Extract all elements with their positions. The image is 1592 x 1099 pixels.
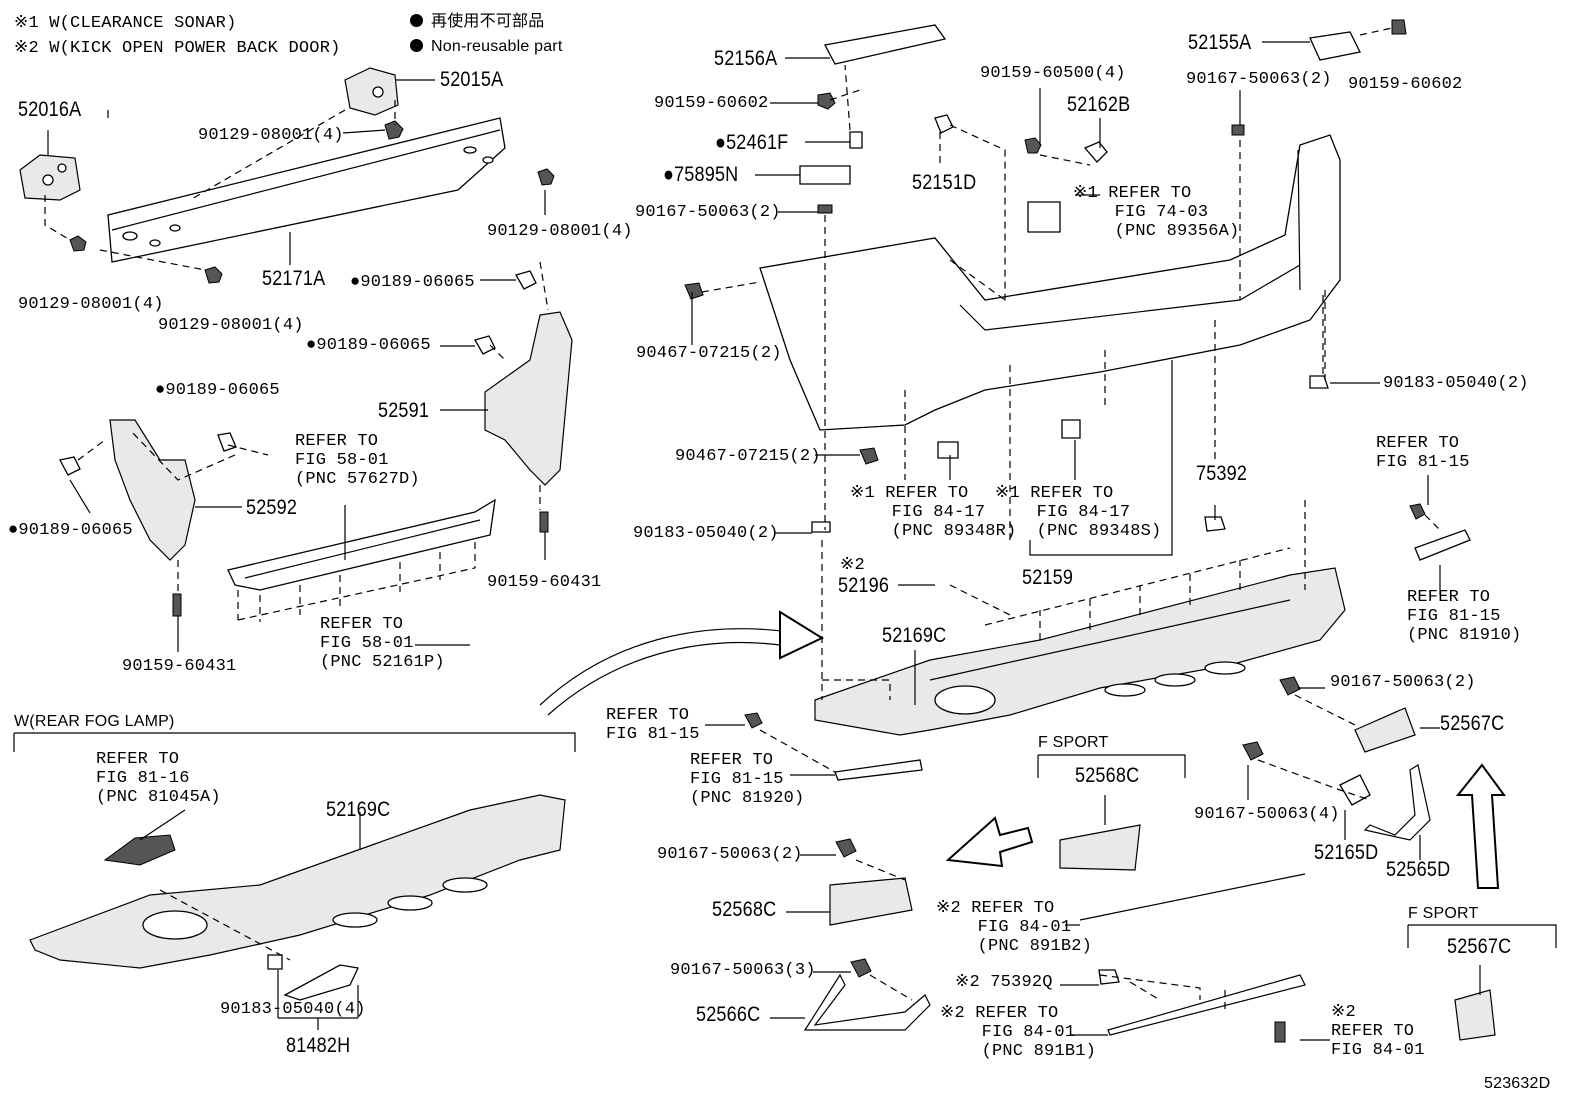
part-52155A[interactable]: 52155A: [1188, 31, 1252, 54]
leader-lines: [44, 27, 1481, 1041]
fastener-90159-60602-b[interactable]: 90159-60602: [1348, 75, 1463, 94]
part-90189-d[interactable]: ●90189-06065: [8, 521, 133, 540]
fastener-90167-3[interactable]: 90167-50063(3): [670, 961, 816, 980]
fastener-90159-60431-b[interactable]: 90159-60431: [122, 657, 237, 676]
ref-fig-58-01-b[interactable]: REFER TO FIG 58-01 (PNC 52161P): [320, 615, 445, 672]
legend-note1: ※1 W(CLEARANCE SONAR): [14, 14, 237, 33]
ref-fig-81-16[interactable]: REFER TO FIG 81-16 (PNC 81045A): [96, 750, 221, 807]
absorber-57627D: [227, 498, 496, 622]
part-90189-c[interactable]: ●90189-06065: [155, 381, 280, 400]
fastener-90183-a[interactable]: 90183-05040(2): [633, 524, 779, 543]
reflector-parts: [803, 529, 1496, 1041]
bracket-52015A: [344, 67, 399, 116]
reinforcement-52171A: [107, 117, 506, 263]
fastener-90167-d[interactable]: 90167-50063(2): [657, 845, 803, 864]
lower-bumper-52169C-b: [29, 794, 566, 969]
fastener-90129-d[interactable]: 90129-08001(4): [158, 316, 304, 335]
ref-fig-84-01-b[interactable]: ※2 REFER TO FIG 84-01 (PNC 891B1): [940, 1004, 1097, 1061]
ref-fig-58-01-a[interactable]: REFER TO FIG 58-01 (PNC 57627D): [295, 432, 420, 489]
part-52566C[interactable]: 52566C: [696, 1003, 761, 1026]
part-81482H[interactable]: 81482H: [286, 1034, 351, 1057]
fastener-90159-60431-a[interactable]: 90159-60431: [487, 573, 602, 592]
part-52016A[interactable]: 52016A: [18, 98, 82, 121]
part-75392Q[interactable]: ※2 75392Q: [955, 973, 1053, 992]
fastener-90129-a[interactable]: 90129-08001(4): [198, 126, 344, 145]
bolt-icons: [69, 19, 1426, 1043]
bracket-52592: [109, 419, 196, 561]
bracket-52016A: [19, 154, 81, 201]
part-52568C-a[interactable]: 52568C: [1075, 764, 1140, 787]
fastener-90159-60500[interactable]: 90159-60500(4): [980, 64, 1126, 83]
legend-nonreusable-jp-text: 再使用不可部品: [431, 13, 545, 30]
fastener-90167-b[interactable]: 90167-50063(2): [1186, 70, 1332, 89]
part-52151D[interactable]: 52151D: [912, 171, 977, 194]
part-52165D[interactable]: 52165D: [1314, 841, 1379, 864]
part-52169C-b[interactable]: 52169C: [326, 798, 391, 821]
ref-fig-84-01-c[interactable]: ※2 REFER TO FIG 84-01: [1331, 1003, 1425, 1060]
fastener-90167-a[interactable]: 90167-50063(2): [635, 203, 781, 222]
fastener-90167-4[interactable]: 90167-50063(4): [1194, 805, 1340, 824]
ref-fig-81-15-d[interactable]: REFER TO FIG 81-15 (PNC 81920): [690, 751, 805, 808]
part-52169C-a[interactable]: 52169C: [882, 624, 947, 647]
ref-fig-84-17-a[interactable]: ※1 REFER TO FIG 84-17 (PNC 89348R): [850, 484, 1017, 541]
fastener-90167-c[interactable]: 90167-50063(2): [1330, 673, 1476, 692]
nonreusable-dot-icon: [410, 14, 423, 27]
part-52196[interactable]: 52196: [838, 574, 890, 597]
part-52461F[interactable]: ●52461F: [715, 131, 789, 154]
fastener-90467-b[interactable]: 90467-07215(2): [675, 447, 821, 466]
section-rear-fog-lamp: W(REAR FOG LAMP): [14, 713, 175, 730]
fastener-90183-4[interactable]: 90183-05040(4): [220, 1000, 366, 1019]
lower-bumper-52169C-a: [814, 567, 1346, 736]
section-f-sport-1: F SPORT: [1038, 734, 1109, 751]
part-52159[interactable]: 52159: [1022, 566, 1074, 589]
part-75895N[interactable]: ●75895N: [663, 163, 739, 186]
part-52591[interactable]: 52591: [378, 399, 430, 422]
fastener-90129-c[interactable]: 90129-08001(4): [18, 295, 164, 314]
nonreusable-dot-icon: [410, 39, 423, 52]
part-52162B[interactable]: 52162B: [1067, 93, 1131, 116]
legend-nonreusable-en: Non-reusable part: [410, 37, 562, 56]
section-f-sport-2: F SPORT: [1408, 905, 1479, 922]
clip-icons: [59, 24, 1361, 985]
fastener-90183-b[interactable]: 90183-05040(2): [1383, 374, 1529, 393]
ref-fig-74-03[interactable]: ※1 REFER TO FIG 74-03 (PNC 89356A): [1073, 184, 1240, 241]
part-52015A[interactable]: 52015A: [440, 68, 504, 91]
fastener-90159-60602-a[interactable]: 90159-60602: [654, 94, 769, 113]
ref-fig-81-15-a[interactable]: REFER TO FIG 81-15: [1376, 434, 1470, 472]
part-75392[interactable]: 75392: [1196, 462, 1248, 485]
part-52567C-a[interactable]: 52567C: [1440, 712, 1505, 735]
ref-fig-81-15-c[interactable]: REFER TO FIG 81-15: [606, 706, 700, 744]
legend-note2: ※2 W(KICK OPEN POWER BACK DOOR): [14, 39, 341, 58]
legend-nonreusable-en-text: Non-reusable part: [431, 38, 563, 55]
legend-nonreusable-jp: 再使用不可部品: [410, 12, 544, 31]
ref-fig-84-01-a[interactable]: ※2 REFER TO FIG 84-01 (PNC 891B2): [936, 899, 1093, 956]
part-52156A[interactable]: 52156A: [714, 47, 778, 70]
fastener-90467-a[interactable]: 90467-07215(2): [636, 344, 782, 363]
part-52567C-b[interactable]: 52567C: [1447, 935, 1512, 958]
kick-open-mark: ※2: [840, 556, 865, 575]
bumper-cover-52159: [759, 134, 1341, 431]
part-52565D[interactable]: 52565D: [1386, 858, 1451, 881]
bracket-52591: [484, 311, 573, 486]
part-52568C-b[interactable]: 52568C: [712, 898, 777, 921]
part-52592[interactable]: 52592: [246, 496, 298, 519]
fastener-90129-b[interactable]: 90129-08001(4): [487, 222, 633, 241]
part-90189-a[interactable]: ●90189-06065: [350, 273, 475, 292]
drawing-number: 523632D: [1484, 1075, 1551, 1092]
ref-fig-81-15-b[interactable]: REFER TO FIG 81-15 (PNC 81910): [1407, 588, 1522, 645]
big-arrows: [539, 610, 1506, 889]
ref-fig-84-17-b[interactable]: ※1 REFER TO FIG 84-17 (PNC 89348S): [995, 484, 1162, 541]
part-52171A[interactable]: 52171A: [262, 267, 326, 290]
part-90189-b[interactable]: ●90189-06065: [306, 336, 431, 355]
